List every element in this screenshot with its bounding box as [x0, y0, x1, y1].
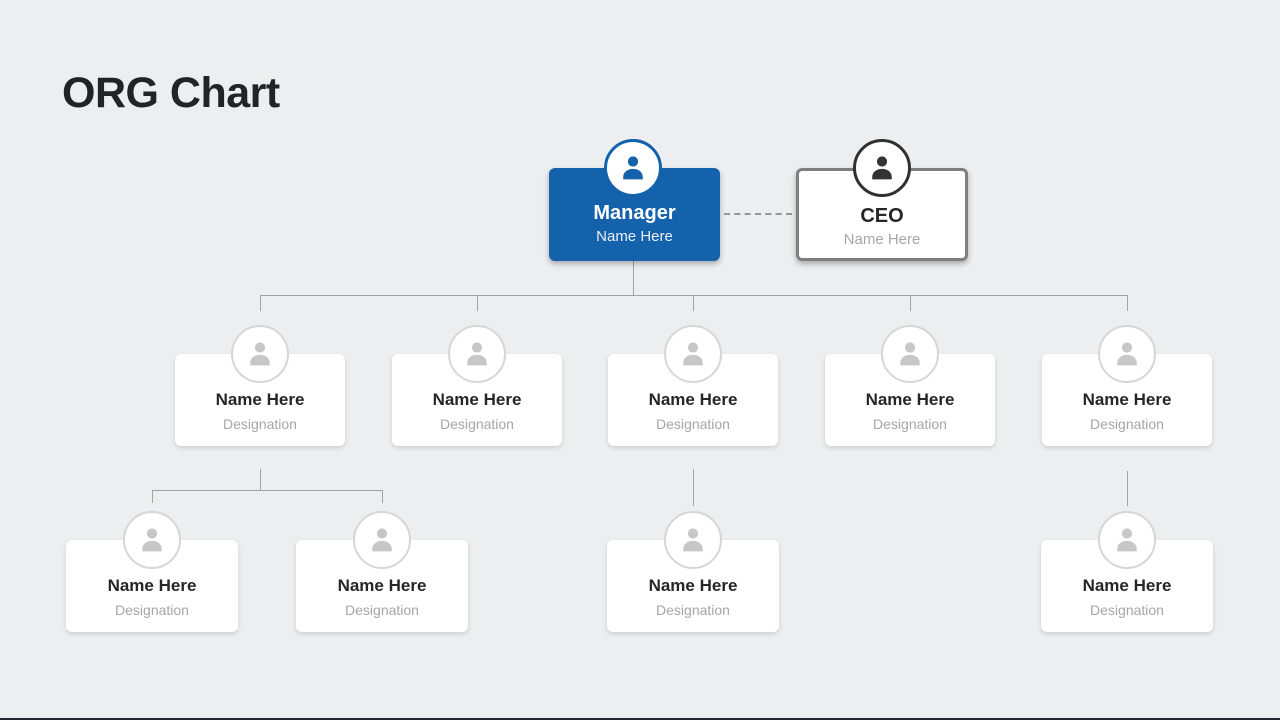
member-designation: Designation	[1090, 602, 1164, 618]
person-icon	[1117, 528, 1137, 552]
member-designation: Designation	[345, 602, 419, 618]
person-icon	[872, 156, 892, 180]
member-designation: Designation	[1090, 416, 1164, 432]
connector-stub-l2-1	[260, 295, 261, 311]
member-designation: Designation	[873, 416, 947, 432]
member-designation: Designation	[223, 416, 297, 432]
level2-avatar-4	[881, 325, 939, 383]
level2-card-3: Name Here Designation	[608, 354, 778, 446]
bottom-accent-bar	[0, 718, 1280, 720]
level3-avatar-2	[353, 511, 411, 569]
level2-avatar-2	[448, 325, 506, 383]
member-name: Name Here	[865, 390, 955, 409]
ceo-avatar	[853, 139, 911, 197]
level3-avatar-1	[123, 511, 181, 569]
member-name: Name Here	[648, 576, 738, 595]
level2-avatar-3	[664, 325, 722, 383]
connector-manager-ceo-dashed	[724, 213, 792, 215]
connector-card1-down	[260, 469, 261, 490]
member-name: Name Here	[215, 390, 305, 409]
member-name: Name Here	[648, 390, 738, 409]
connector-stub-l2-4	[910, 295, 911, 311]
person-icon	[372, 528, 392, 552]
person-icon	[623, 156, 643, 180]
person-icon	[250, 342, 270, 366]
manager-avatar	[604, 139, 662, 197]
connector-manager-down	[633, 260, 634, 295]
level2-avatar-1	[231, 325, 289, 383]
member-name: Name Here	[107, 576, 197, 595]
ceo-name: Name Here	[843, 231, 921, 248]
person-icon	[467, 342, 487, 366]
connector-card5-down	[1127, 471, 1128, 506]
connector-stub-l2-5	[1127, 295, 1128, 311]
connector-level3-horizontal	[152, 490, 382, 491]
member-designation: Designation	[115, 602, 189, 618]
page-title: ORG Chart	[62, 68, 280, 117]
member-designation: Designation	[656, 602, 730, 618]
level3-card-2: Name Here Designation	[296, 540, 468, 632]
connector-card3-down	[693, 469, 694, 506]
member-name: Name Here	[1082, 390, 1172, 409]
member-name: Name Here	[1082, 576, 1172, 595]
connector-stub-l3-2	[382, 490, 383, 503]
person-icon	[683, 342, 703, 366]
person-icon	[900, 342, 920, 366]
level2-card-4: Name Here Designation	[825, 354, 995, 446]
level2-card-1: Name Here Designation	[175, 354, 345, 446]
ceo-title: CEO	[860, 205, 904, 227]
level2-avatar-5	[1098, 325, 1156, 383]
member-name: Name Here	[337, 576, 427, 595]
ceo-card: CEO Name Here	[796, 168, 968, 261]
level3-card-4: Name Here Designation	[1041, 540, 1213, 632]
manager-title: Manager	[593, 202, 676, 224]
person-icon	[142, 528, 162, 552]
connector-stub-l3-1	[152, 490, 153, 503]
connector-stub-l2-2	[477, 295, 478, 311]
member-designation: Designation	[440, 416, 514, 432]
level3-avatar-4	[1098, 511, 1156, 569]
person-icon	[683, 528, 703, 552]
manager-name: Name Here	[596, 228, 673, 245]
member-name: Name Here	[432, 390, 522, 409]
connector-level2-horizontal	[260, 295, 1128, 296]
connector-stub-l2-3	[693, 295, 694, 311]
member-designation: Designation	[656, 416, 730, 432]
person-icon	[1117, 342, 1137, 366]
level3-avatar-3	[664, 511, 722, 569]
